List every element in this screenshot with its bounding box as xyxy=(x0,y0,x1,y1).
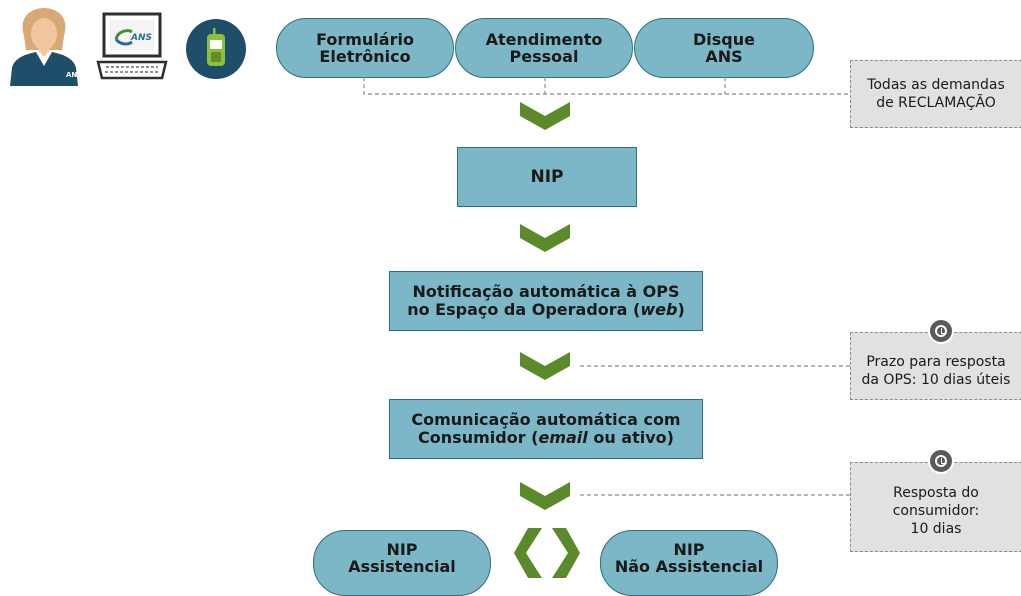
step-notification: Notificação automática à OPS no Espaço d… xyxy=(389,271,703,331)
channel-disque-ans: Disque ANS xyxy=(634,18,814,78)
outcome-nao-assistencial-line1: NIP xyxy=(673,540,705,559)
channel-disque-line1: Disque xyxy=(693,30,755,49)
chevron-left-icon xyxy=(514,528,542,578)
chevron-right-icon xyxy=(552,528,580,578)
attendant-badge: ANS xyxy=(66,71,82,79)
note-consumer-line3: 10 dias xyxy=(910,521,962,537)
outcome-nip-assistencial: NIP Assistencial xyxy=(313,530,491,596)
channel-disque-line2: ANS xyxy=(705,47,743,66)
clock-icon xyxy=(928,318,954,344)
chevron-down-icon xyxy=(520,102,570,130)
computer-icon: ANS xyxy=(96,12,168,80)
step-nip-label: NIP xyxy=(530,167,564,187)
note-demands-line2: de RECLAMAÇÃO xyxy=(876,95,996,111)
note-ops-line1: Prazo para resposta xyxy=(866,354,1006,370)
step-notification-line1: Notificação automática à OPS xyxy=(412,282,680,301)
note-consumer-line1: Resposta do xyxy=(893,485,979,501)
outcome-nip-nao-assistencial: NIP Não Assistencial xyxy=(600,530,778,596)
channel-formulario-line1: Formulário xyxy=(316,30,414,49)
note-consumer-deadline: Resposta do consumidor: 10 dias xyxy=(850,462,1021,552)
note-all-demands: Todas as demandas de RECLAMAÇÃO xyxy=(850,60,1021,128)
mobile-phone-icon xyxy=(186,19,246,79)
step-communication-line1: Comunicação automática com xyxy=(411,410,681,429)
step-notification-line2: no Espaço da Operadora (web) xyxy=(407,300,685,319)
outcome-assistencial-line1: NIP xyxy=(386,540,418,559)
step-communication: Comunicação automática com Consumidor (e… xyxy=(389,399,703,459)
note-demands-line1: Todas as demandas xyxy=(867,77,1005,93)
channel-formulario-line2: Eletrônico xyxy=(319,47,411,66)
channel-atendimento-line2: Pessoal xyxy=(509,47,579,66)
channel-formulario-eletronico: Formulário Eletrônico xyxy=(276,18,454,78)
chevron-down-icon xyxy=(520,224,570,252)
computer-logo-text: ANS xyxy=(130,33,152,43)
note-consumer-line2: consumidor: xyxy=(892,503,980,519)
note-ops-deadline: Prazo para resposta da OPS: 10 dias útei… xyxy=(850,332,1021,400)
note-ops-line2: da OPS: 10 dias úteis xyxy=(861,372,1011,388)
step-nip: NIP xyxy=(457,147,637,207)
outcome-nao-assistencial-line2: Não Assistencial xyxy=(614,557,764,576)
outcome-assistencial-line2: Assistencial xyxy=(348,557,456,576)
channel-atendimento-pessoal: Atendimento Pessoal xyxy=(455,18,633,78)
clock-icon xyxy=(928,448,954,474)
step-communication-line2: Consumidor (email ou ativo) xyxy=(418,428,674,447)
dashed-connectors xyxy=(363,77,850,496)
attendant-icon: ANS xyxy=(10,8,82,86)
chevron-down-icon xyxy=(520,352,570,380)
channel-atendimento-line1: Atendimento xyxy=(485,30,603,49)
chevron-down-icon xyxy=(520,482,570,510)
